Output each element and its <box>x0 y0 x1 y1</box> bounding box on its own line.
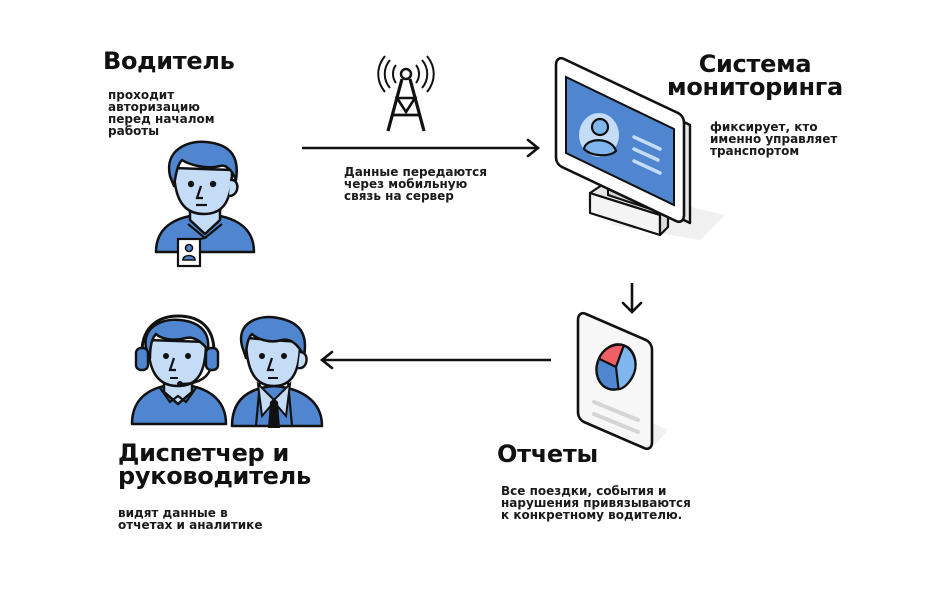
monitoring-title: Система мониторинга <box>655 50 855 101</box>
arrow-left-to-dispatch <box>319 350 551 370</box>
dispatcher-headset-icon <box>130 314 228 426</box>
reports-description: Все поездки, события и нарушения привязы… <box>501 485 731 521</box>
driver-title: Водитель <box>103 47 235 75</box>
dispatch-description-line: видят данные в <box>118 506 228 520</box>
driver-description-line: авторизацию <box>108 100 200 114</box>
dispatch-title: Диспетчер и руководитель <box>118 439 378 490</box>
driver-description-line: перед началом <box>108 112 215 126</box>
reports-title: Отчеты <box>497 440 598 468</box>
driver-with-badge-icon <box>154 140 256 268</box>
driver-description: проходит авторизацию перед началом работ… <box>108 89 248 137</box>
arrow-down-to-reports <box>621 283 643 314</box>
reports-description-line: к конкретному водителю. <box>501 508 683 522</box>
monitoring-description-line: транспортом <box>710 144 800 158</box>
monitoring-title-line: Система <box>698 50 812 78</box>
dispatcher-and-manager-icon <box>130 314 324 428</box>
report-pie-chart-icon <box>576 311 668 451</box>
monitor-profile-icon <box>554 56 725 240</box>
driver-description-line: работы <box>108 124 160 138</box>
monitoring-description-line: фиксирует, кто <box>710 120 818 134</box>
dispatch-description-line: отчетах и аналитике <box>118 518 263 532</box>
manager-suit-icon <box>230 315 324 428</box>
reports-description-line: нарушения привязываются <box>501 496 691 510</box>
arrow-right-to-system <box>302 138 541 158</box>
transmission-description-line: Данные передаются <box>344 165 487 179</box>
transmission-description-line: через мобильную <box>344 177 468 191</box>
dispatch-title-line: руководитель <box>118 462 311 490</box>
monitoring-title-line: мониторинга <box>667 73 843 101</box>
reports-description-line: Все поездки, события и <box>501 484 667 498</box>
transmission-description: Данные передаются через мобильную связь … <box>344 166 514 202</box>
dispatch-description: видят данные в отчетах и аналитике <box>118 507 318 531</box>
dispatch-title-line: Диспетчер и <box>118 439 289 467</box>
driver-description-line: проходит <box>108 88 175 102</box>
transmission-description-line: связь на сервер <box>344 189 454 203</box>
monitoring-description: фиксирует, кто именно управляет транспор… <box>710 121 860 157</box>
monitoring-description-line: именно управляет <box>710 132 838 146</box>
cell-tower-icon <box>377 55 435 132</box>
